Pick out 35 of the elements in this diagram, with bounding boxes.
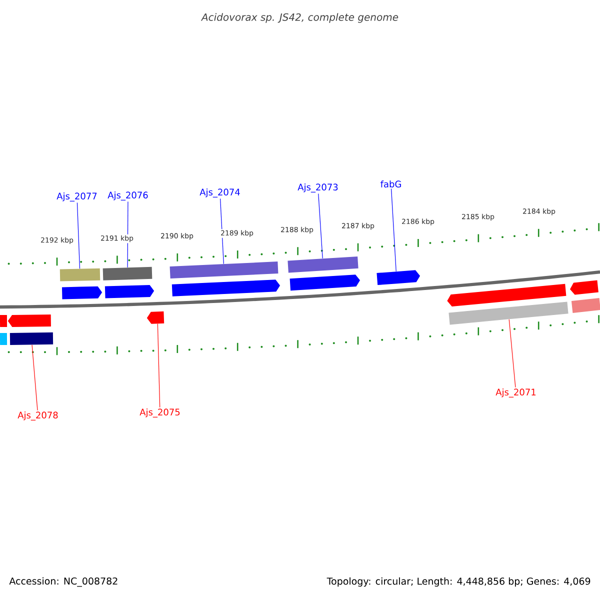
coding-sequence (290, 274, 360, 291)
title: Acidovorax sp. JS42, complete genome (200, 13, 398, 23)
gene-label: Ajs_2071 (496, 388, 536, 398)
gene-label: Ajs_2078 (18, 412, 58, 420)
gene-bar (102, 266, 152, 280)
coding-sequence (376, 270, 420, 286)
accession-text: Accession: NC_008782 (9, 577, 118, 587)
leader-line (32, 344, 38, 411)
leader-line (318, 193, 323, 259)
leader-line (127, 201, 128, 268)
coding-sequence (570, 280, 598, 295)
coding-sequence (172, 280, 280, 296)
gene-bar (170, 262, 278, 278)
gene-label: Ajs_2073 (298, 184, 338, 192)
gene-bar (288, 256, 358, 273)
gene-bar (0, 314, 8, 328)
gene-bar (448, 302, 568, 325)
coding-sequence (146, 311, 164, 324)
gene-label: Ajs_2074 (200, 188, 240, 198)
gene-label: Ajs_2076 (108, 192, 148, 200)
gene-bar (10, 332, 54, 345)
coding-sequence (104, 284, 154, 298)
genome-info-text: Topology: circular; Length: 4,448,856 bp; Genes: 4,069 (326, 577, 590, 587)
leader-line (157, 324, 160, 408)
gene-bar (571, 298, 600, 313)
gene-bar (60, 268, 100, 282)
gene-label: Ajs_2075 (140, 408, 180, 418)
gene-label: Ajs_2077 (56, 192, 97, 202)
coding-sequence (447, 284, 566, 306)
coding-sequence (62, 286, 102, 300)
leader-line (220, 198, 224, 264)
leader-line (390, 188, 396, 272)
leader-line (508, 319, 516, 388)
gene-label: fabG (380, 180, 401, 188)
gene-bar (0, 332, 8, 346)
